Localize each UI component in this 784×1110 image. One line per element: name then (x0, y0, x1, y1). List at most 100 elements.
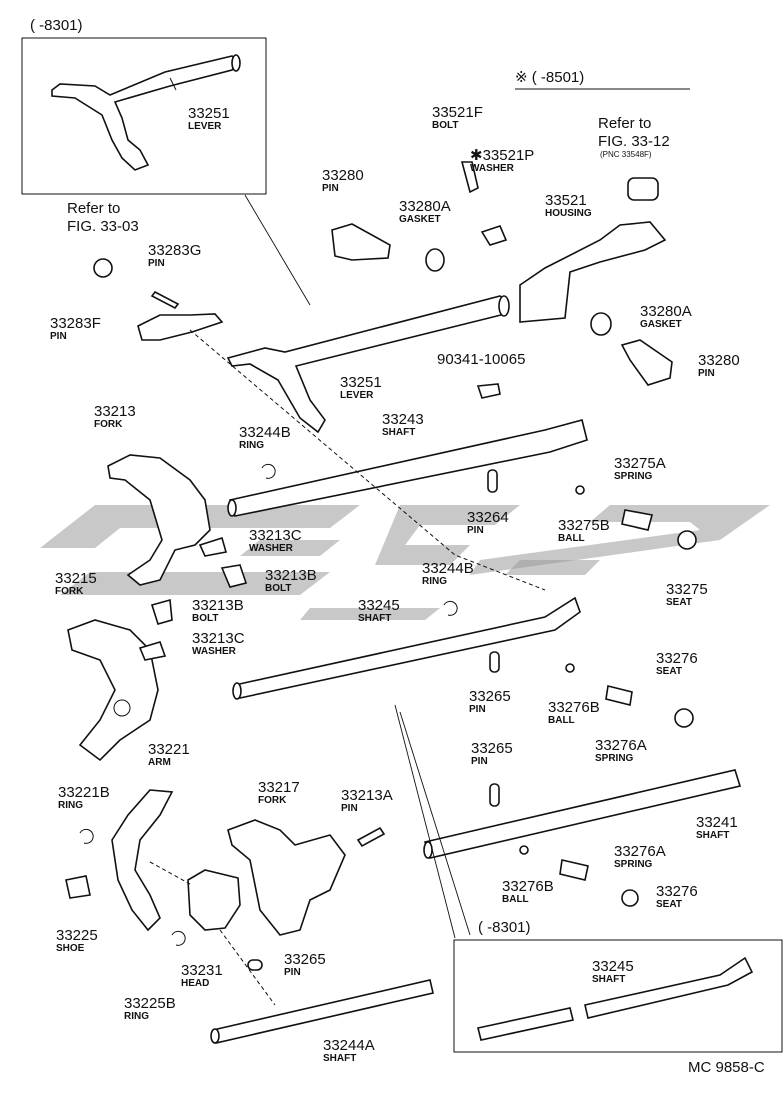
part-name: WASHER (192, 646, 237, 657)
part-number: 33245 (358, 597, 400, 614)
part-number: 33213A (341, 787, 393, 804)
part-number: 33251 (340, 374, 382, 391)
part-number: 33264 (467, 509, 509, 526)
part-name: FORK (55, 586, 84, 597)
part-number: 33213B (265, 567, 317, 584)
part-name: SEAT (656, 899, 682, 910)
part-number: 33245 (592, 958, 634, 975)
ref-fig-3303-line1: Refer to (67, 200, 120, 217)
part-number: 33276 (656, 650, 698, 667)
part-name: FORK (258, 795, 287, 806)
part-name: FORK (94, 419, 123, 430)
part-number: 33241 (696, 814, 738, 831)
part-name: SHAFT (358, 613, 391, 624)
shaft-inset-drawing (477, 956, 754, 1041)
dashed-lines (149, 194, 546, 1006)
part-number: 33283F (50, 315, 101, 332)
part-number: 33265 (284, 951, 326, 968)
part-number: ✱33521P (470, 147, 534, 164)
part-name: PIN (148, 258, 165, 269)
part-number: 33276A (595, 737, 647, 754)
part-name: BOLT (265, 583, 291, 594)
ref-fig-3303-line2: FIG. 33-03 (67, 218, 139, 235)
part-name: SHAFT (696, 830, 729, 841)
part-name: PIN (341, 803, 358, 814)
part-number: 33213 (94, 403, 136, 420)
part-number: 33283G (148, 242, 201, 259)
part-name: SHAFT (323, 1053, 356, 1064)
part-number: 33251 (188, 105, 230, 122)
part-name: PIN (471, 756, 488, 767)
part-name: BALL (502, 894, 529, 905)
watermark-logo (40, 505, 770, 620)
part-number: 33280 (698, 352, 740, 369)
part-name: WASHER (470, 163, 515, 174)
part-number: 33231 (181, 962, 223, 979)
ref-fig-3312-pnc: (PNC 33548F) (600, 150, 652, 159)
part-number: 33213B (192, 597, 244, 614)
ref-fig-3312-line2: FIG. 33-12 (598, 133, 670, 150)
part-number: 33244A (323, 1037, 375, 1054)
part-name: SEAT (656, 666, 682, 677)
part-name: HOUSING (545, 208, 592, 219)
part-name: ARM (148, 757, 171, 768)
part-number: 33280A (399, 198, 451, 215)
part-number: 33521F (432, 104, 483, 121)
part-name: PIN (698, 368, 715, 379)
part-name: BOLT (192, 613, 218, 624)
callouts: 33251LEVER33521FBOLT✱33521PWASHER33280PI… (50, 104, 740, 1064)
part-name: SEAT (666, 597, 692, 608)
part-number: 33244B (422, 560, 474, 577)
part-number: 33225 (56, 927, 98, 944)
part-name: PIN (284, 967, 301, 978)
inset-top-header: ( -8301) (30, 17, 83, 34)
part-name: RING (58, 800, 83, 811)
part-name: PIN (467, 525, 484, 536)
header-right: ※ ( -8501) (515, 69, 584, 86)
part-name: WASHER (249, 543, 294, 554)
part-name: RING (422, 576, 447, 587)
part-number: 33276B (548, 699, 600, 716)
part-name: SPRING (614, 859, 653, 870)
part-name: LEVER (340, 390, 374, 401)
part-number: 33265 (471, 740, 513, 757)
part-name: HEAD (181, 978, 209, 989)
part-number: 33275 (666, 581, 708, 598)
part-name: PIN (322, 183, 339, 194)
part-number: 33276 (656, 883, 698, 900)
part-number: 33280 (322, 167, 364, 184)
part-name: BOLT (432, 120, 458, 131)
part-name: RING (239, 440, 264, 451)
inset-bottom-header: ( -8301) (478, 919, 531, 936)
part-name: PIN (50, 331, 67, 342)
part-number: 33221 (148, 741, 190, 758)
